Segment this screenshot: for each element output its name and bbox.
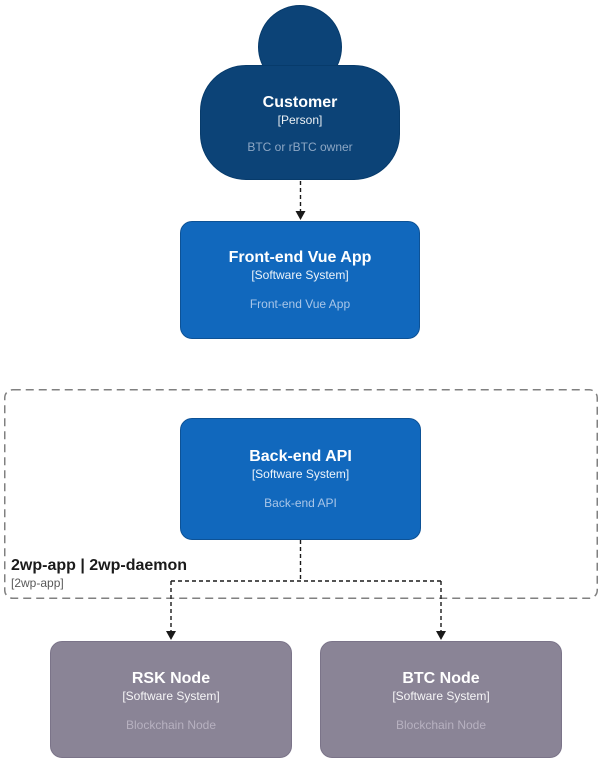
arrowhead-icon xyxy=(436,631,446,640)
boundary-label: 2wp-app | 2wp-daemon xyxy=(11,557,188,574)
node-type-label: [Software System] xyxy=(392,689,490,703)
node-rsk-node: RSK Node [Software System] Blockchain No… xyxy=(50,641,292,758)
arrowhead-icon xyxy=(295,211,306,220)
boundary-sublabel: [2wp-app] xyxy=(11,576,64,590)
arrowhead-icon xyxy=(166,631,176,640)
node-description: Blockchain Node xyxy=(395,718,487,732)
node-type-label: [Person] xyxy=(277,113,323,127)
node-description: Blockchain Node xyxy=(125,718,217,732)
node-backend-api: Back-end API [Software System] Back-end … xyxy=(180,418,421,540)
node-description: Front-end Vue App xyxy=(249,297,351,311)
node-type-label: [Software System] xyxy=(251,467,350,481)
node-description: BTC or rBTC owner xyxy=(247,140,353,154)
node-frontend-vue-app: Front-end Vue App [Software System] Fron… xyxy=(180,221,420,339)
node-title: Customer xyxy=(262,94,338,111)
node-title: RSK Node xyxy=(131,670,211,687)
node-type-label: [Software System] xyxy=(251,268,349,282)
node-customer: Customer [Person] BTC or rBTC owner xyxy=(200,65,400,180)
node-title: BTC Node xyxy=(402,670,480,687)
node-type-label: [Software System] xyxy=(122,689,220,703)
node-title: Front-end Vue App xyxy=(228,249,372,266)
boundary-2wp-app-outline xyxy=(4,389,598,599)
node-description: Back-end API xyxy=(264,496,337,510)
node-btc-node: BTC Node [Software System] Blockchain No… xyxy=(320,641,562,758)
node-title: Back-end API xyxy=(249,448,352,465)
